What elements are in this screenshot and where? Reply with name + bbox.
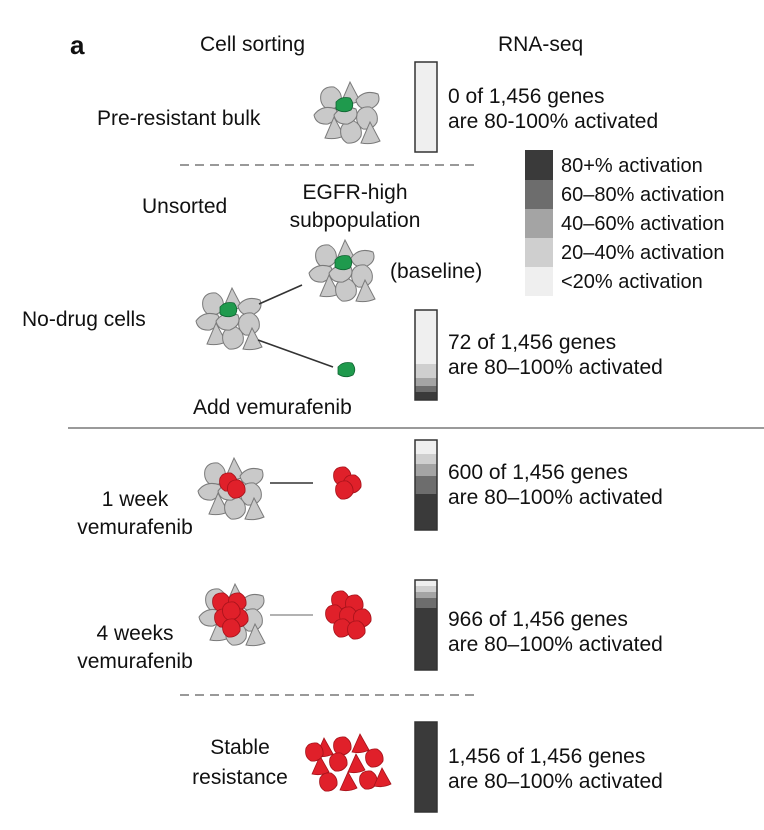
legend-label-80-plus: 80+% activation bbox=[561, 155, 703, 177]
legend-swatch-below-20 bbox=[525, 267, 553, 296]
legend-label-20-40: 20–40% activation bbox=[561, 242, 725, 264]
rna-bar-stable bbox=[414, 721, 438, 813]
cell-cluster-egfr-high bbox=[309, 240, 375, 302]
label-add-vemurafenib: Add vemurafenib bbox=[193, 396, 352, 419]
label-4-weeks: 4 weeks bbox=[96, 622, 174, 645]
label-baseline: (baseline) bbox=[390, 260, 483, 283]
header-cell-sorting: Cell sorting bbox=[200, 33, 306, 56]
legend-swatch-20-40 bbox=[525, 238, 553, 267]
legend-color-scale bbox=[525, 150, 553, 296]
gene-count-stable-line2: are 80–100% activated bbox=[448, 770, 663, 793]
label-1-week: 1 week bbox=[101, 488, 169, 511]
legend-swatch-80-plus bbox=[525, 150, 553, 180]
gene-count-week4-line2: are 80–100% activated bbox=[448, 633, 663, 656]
rna-bar-4-weeks bbox=[414, 579, 438, 671]
legend-label-60-80: 60–80% activation bbox=[561, 184, 725, 206]
label-1-week-vemurafenib: vemurafenib bbox=[77, 516, 193, 539]
label-stable: Stable bbox=[210, 736, 270, 759]
single-green-cell bbox=[337, 362, 356, 378]
gene-count-week1-line1: 600 of 1,456 genes bbox=[448, 461, 628, 484]
label-4-weeks-vemurafenib: vemurafenib bbox=[77, 650, 193, 673]
label-no-drug-cells: No-drug cells bbox=[22, 308, 146, 331]
rna-bar-1-week bbox=[414, 439, 438, 531]
label-unsorted: Unsorted bbox=[142, 195, 228, 218]
panel-label: a bbox=[70, 30, 85, 60]
connector-egfr bbox=[258, 284, 303, 305]
connector-add-drug bbox=[257, 339, 334, 368]
cell-cluster-unsorted bbox=[196, 288, 262, 350]
legend-swatch-60-80 bbox=[525, 180, 553, 209]
gene-count-pre-line2: are 80-100% activated bbox=[448, 110, 659, 133]
label-egfr-high: EGFR-high bbox=[302, 181, 408, 204]
cell-cluster-stable-resistance bbox=[305, 733, 392, 792]
legend-label-40-60: 40–60% activation bbox=[561, 213, 725, 235]
label-resistance: resistance bbox=[192, 766, 288, 789]
rna-bar-pre-resistant bbox=[414, 61, 438, 153]
red-cells-4-weeks bbox=[325, 590, 372, 640]
gene-count-week4-line1: 966 of 1,456 genes bbox=[448, 608, 628, 631]
label-subpopulation: subpopulation bbox=[289, 209, 421, 232]
gene-count-stable-line1: 1,456 of 1,456 genes bbox=[448, 745, 646, 768]
gene-count-nodrug-line2: are 80–100% activated bbox=[448, 356, 663, 379]
gene-count-pre-line1: 0 of 1,456 genes bbox=[448, 85, 605, 108]
rna-bar-no-drug bbox=[414, 309, 438, 401]
cell-cluster-pre-resistant bbox=[314, 82, 380, 144]
header-rna-seq: RNA-seq bbox=[498, 33, 584, 56]
legend-label-below-20: <20% activation bbox=[561, 271, 703, 293]
gene-count-week1-line2: are 80–100% activated bbox=[448, 486, 663, 509]
gene-count-nodrug-line1: 72 of 1,456 genes bbox=[448, 331, 617, 354]
red-cells-1-week bbox=[333, 466, 362, 500]
legend-swatch-40-60 bbox=[525, 209, 553, 238]
label-pre-resistant-bulk: Pre-resistant bulk bbox=[97, 107, 261, 130]
